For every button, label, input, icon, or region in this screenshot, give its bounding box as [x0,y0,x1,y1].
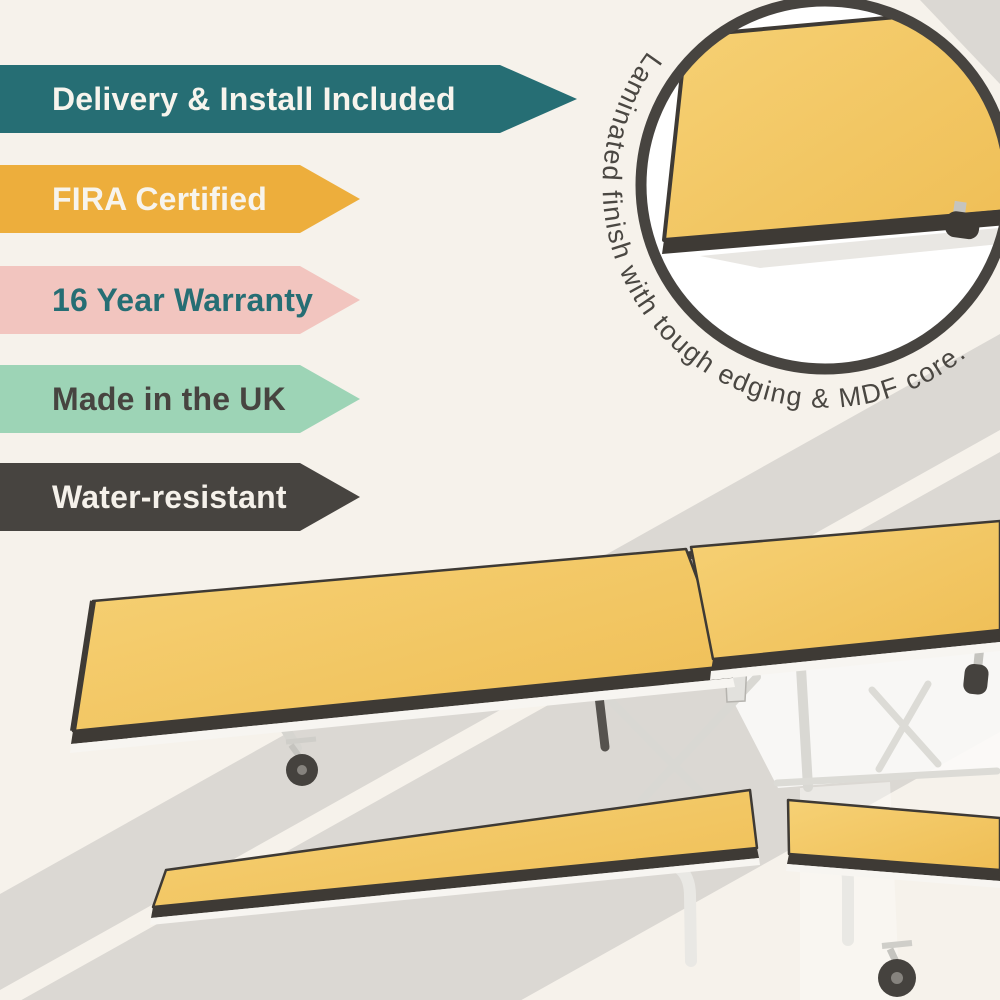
banner-label: FIRA Certified [52,180,267,217]
zoom-callout-circle [635,0,1000,375]
banner-made-in-uk: Made in the UK [0,365,360,433]
folding-bench-table-photo [70,519,1000,1000]
banner-water-resistant: Water-resistant [0,463,360,531]
zoom-callout-photo [662,6,1000,268]
banner-fira-certified: FIRA Certified [0,165,360,233]
banner-label: Made in the UK [52,380,286,417]
zoom-callout-ring [635,0,1000,375]
bench-left [150,788,760,925]
folded-caster-right [963,650,989,695]
caster-wheel-center [878,940,916,997]
banner-label: Water-resistant [52,478,287,515]
banner-warranty: 16 Year Warranty [0,266,360,334]
table-top-right [689,519,1000,680]
banner-delivery-install: Delivery & Install Included [0,65,577,133]
table-top-left [70,547,735,753]
folded-caster-in-lens [945,200,980,240]
banner-label: 16 Year Warranty [52,281,314,318]
banner-label: Delivery & Install Included [52,80,456,117]
caster-wheel-left [285,736,318,786]
bench-right [786,798,1000,888]
